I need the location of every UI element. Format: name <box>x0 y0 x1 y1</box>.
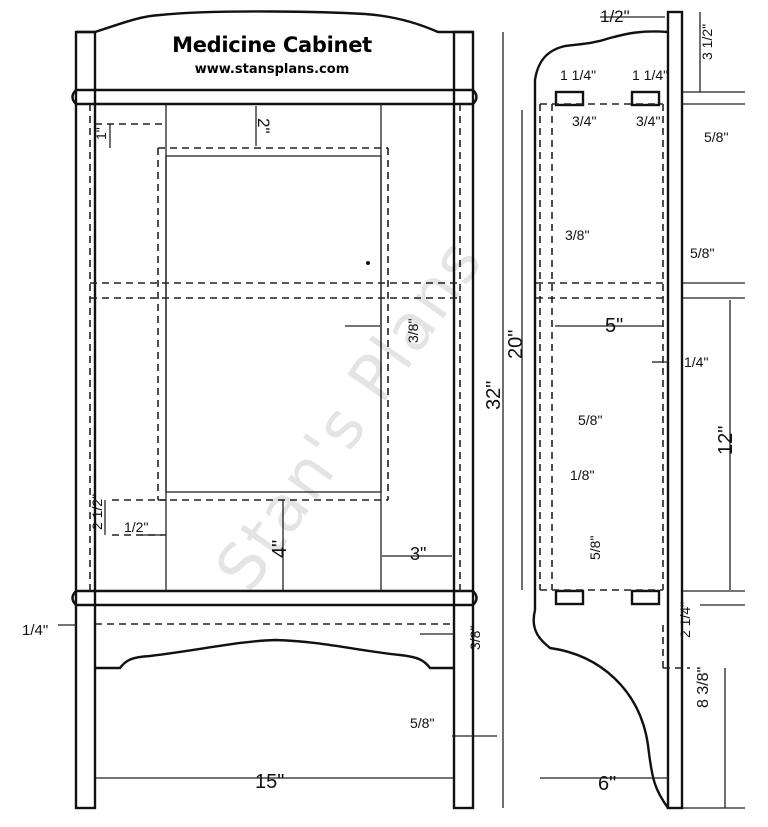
left-stile <box>74 30 97 810</box>
side-panel-bottom <box>532 609 669 809</box>
bottom-apron <box>95 638 454 670</box>
dim-1-2: 1/2" <box>124 519 148 535</box>
dim-3-8-c: 3/8" <box>467 626 483 650</box>
dim-1-4-c: 1/4" <box>684 354 708 370</box>
dim-3-8-b: 3/8" <box>405 319 421 343</box>
dim-3-4-a: 3/4" <box>572 113 596 129</box>
dim-3-8-a: 3/8" <box>565 227 589 243</box>
side-view <box>521 10 745 810</box>
dim-5-8-e: 5/8" <box>410 715 434 731</box>
dim-1in: 1" <box>93 127 109 140</box>
dim-15: 15" <box>255 771 284 793</box>
dim-32: 32" <box>483 381 505 410</box>
upper-right-slot <box>630 90 661 107</box>
front-view <box>58 10 504 810</box>
dim-6: 6" <box>598 773 616 795</box>
dim-2in: 2" <box>254 118 273 134</box>
dim-5-8-c: 5/8" <box>578 412 602 428</box>
dim-2-1-4: 2 1/4" <box>677 602 693 638</box>
dim-5in: 5" <box>605 315 623 337</box>
upper-shelf <box>71 88 478 106</box>
dim-4in: 4" <box>269 540 291 558</box>
dim-1-4-b: 1 1/4" <box>632 67 668 83</box>
lower-left-slot <box>554 589 585 606</box>
dim-1-4-a: 1 1/4" <box>560 67 596 83</box>
dim-5-8-a: 5/8" <box>704 129 728 145</box>
dim-20: 20" <box>505 330 527 359</box>
right-stile <box>452 30 475 810</box>
dim-5-8-b: 5/8" <box>690 245 714 261</box>
dim-5-8-d: 5/8" <box>587 536 603 560</box>
dim-3in: 3" <box>410 544 426 564</box>
dim-1-4-left: 1/4" <box>22 622 48 639</box>
door-glass-panel <box>165 155 382 493</box>
side-panel-top <box>533 30 669 610</box>
dim-3-5: 3 1/2" <box>699 24 715 60</box>
dim-1-8: 1/8" <box>570 467 594 483</box>
dim-8-3-8: 8 3/8" <box>695 667 712 708</box>
website-link[interactable]: www.stansplans.com <box>194 62 350 77</box>
dimension-labels: 1/2" 3 1/2" 1 1/4" 1 1/4" 3/4" 3/4" 5/8"… <box>22 7 737 795</box>
lower-shelf <box>71 589 478 607</box>
dim-12: 12" <box>715 426 737 455</box>
dim-3-4-b: 3/4" <box>636 113 660 129</box>
upper-left-slot <box>554 90 585 107</box>
top-crest <box>76 10 473 34</box>
door-knob <box>366 261 370 265</box>
lower-right-slot <box>630 589 661 606</box>
page-title: Medicine Cabinet <box>172 33 372 57</box>
dim-half-top: 1/2" <box>600 7 630 26</box>
dim-2-1-2: 2 1/2" <box>89 494 105 530</box>
back-board <box>666 10 684 810</box>
